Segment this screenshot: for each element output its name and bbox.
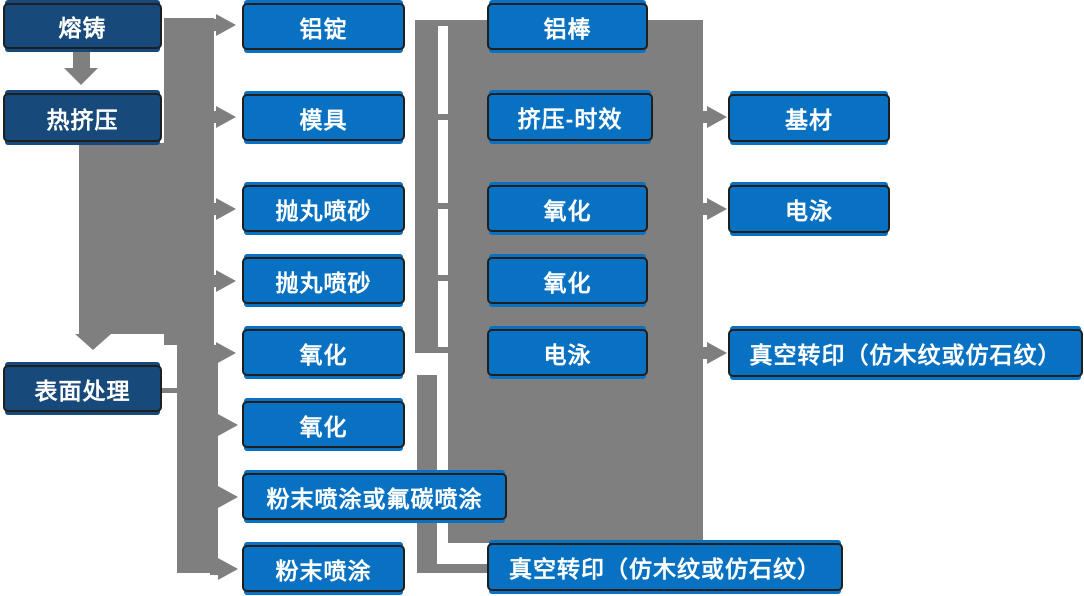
node-electrophoresis-finish: 电泳 xyxy=(728,185,890,233)
arrowhead-to-powder-coating-long-icon xyxy=(218,486,238,508)
arrow-shaft xyxy=(210,491,220,503)
node-aluminum-ingot: 铝锭 xyxy=(242,3,405,50)
node-melting-casting: 熔铸 xyxy=(3,3,162,49)
arrow-shaft xyxy=(208,19,218,31)
connector-bottom-elbow xyxy=(437,564,487,573)
node-powder-coating: 粉末喷涂 xyxy=(242,545,405,592)
arrow-shaft xyxy=(210,419,220,431)
node-surface-treatment: 表面处理 xyxy=(3,365,162,412)
node-hot-extrusion: 热挤压 xyxy=(3,93,162,142)
connector-left-trunk-wide xyxy=(79,143,214,334)
arrowhead-to-oxidation-1-icon xyxy=(216,342,236,364)
node-vacuum-transfer-bottom: 真空转印（仿木纹或仿石纹） xyxy=(487,543,843,591)
arrowhead-down-to-hot-extrusion-icon xyxy=(64,68,98,85)
connector-mid-stub-row4 xyxy=(438,275,448,281)
arrowhead-to-powder-coating-icon xyxy=(218,558,238,580)
arrowhead-down-to-surface-treatment-icon xyxy=(75,334,111,350)
connector-mid-stub-row1 xyxy=(438,20,448,26)
node-electrophoresis-treat: 电泳 xyxy=(487,329,648,376)
arrow-shaft xyxy=(208,275,218,287)
arrow-shaft xyxy=(208,111,218,123)
arrowhead-to-oxidation-2-icon xyxy=(218,414,238,436)
arrowhead-to-electrophoresis-icon xyxy=(707,198,727,220)
connector-mid-stub-row3 xyxy=(438,203,448,209)
connector-mid-bar-upper xyxy=(415,20,438,353)
arrow-shaft xyxy=(699,347,709,359)
node-oxidation-prep-2: 氧化 xyxy=(242,401,405,448)
node-oxidation-treat-1: 氧化 xyxy=(487,185,648,232)
arrowhead-to-shot-blasting-1-icon xyxy=(216,198,236,220)
arrowhead-to-base-material-icon xyxy=(707,106,727,128)
connector-melting-to-extrusion-shaft xyxy=(73,48,90,69)
node-mold: 模具 xyxy=(242,94,405,141)
arrow-shaft xyxy=(208,203,218,215)
node-powder-or-fluorocarbon-coating: 粉末喷涂或氟碳喷涂 xyxy=(242,473,507,520)
arrowhead-to-aluminum-ingot-icon xyxy=(216,14,236,36)
arrow-shaft xyxy=(699,111,709,123)
node-oxidation-prep-1: 氧化 xyxy=(242,329,405,376)
arrowhead-to-mold-icon xyxy=(216,106,236,128)
node-extrusion-aging: 挤压-时效 xyxy=(487,93,653,141)
node-base-material: 基材 xyxy=(728,94,890,142)
node-shot-blasting-2: 抛丸喷砂 xyxy=(242,257,405,304)
node-shot-blasting-1: 抛丸喷砂 xyxy=(242,185,405,232)
arrow-shaft xyxy=(699,203,709,215)
arrow-shaft xyxy=(210,563,220,575)
node-aluminum-rod: 铝棒 xyxy=(487,3,648,50)
connector-mid-stub-row2 xyxy=(438,114,448,120)
connector-left-trunk-lower xyxy=(177,345,218,573)
arrowhead-to-vacuum-transfer-icon xyxy=(707,342,727,364)
arrowhead-to-shot-blasting-2-icon xyxy=(216,270,236,292)
node-oxidation-treat-2: 氧化 xyxy=(487,257,648,304)
connector-surface-treatment-stub xyxy=(160,388,178,393)
arrow-shaft xyxy=(208,347,218,359)
node-vacuum-transfer-right: 真空转印（仿木纹或仿石纹） xyxy=(728,329,1083,377)
connector-mid-stub-row5 xyxy=(438,347,448,353)
